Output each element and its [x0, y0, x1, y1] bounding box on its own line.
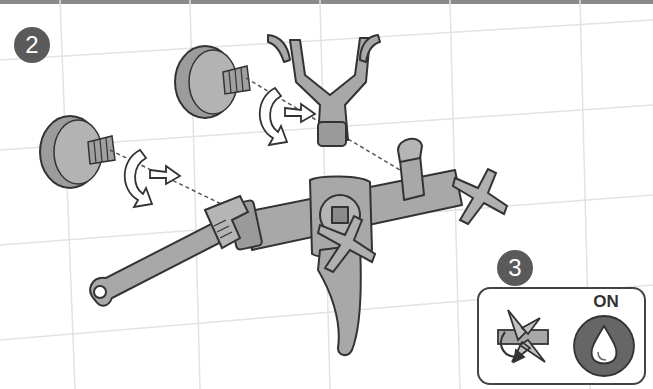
- cross-handles: [318, 169, 507, 272]
- callout-number: 2: [25, 33, 38, 57]
- wall-flange-left: [40, 116, 115, 188]
- inset-panel: [478, 250, 645, 384]
- wall-flange-right: [175, 46, 250, 118]
- state-label: ON: [593, 293, 619, 310]
- tap-body: [228, 35, 462, 355]
- top-rule: [0, 0, 653, 4]
- callout-circle: [14, 27, 50, 63]
- adjustable-wrench: [90, 196, 248, 306]
- callout-number: 3: [508, 256, 521, 280]
- rotation-arrows: [125, 88, 315, 207]
